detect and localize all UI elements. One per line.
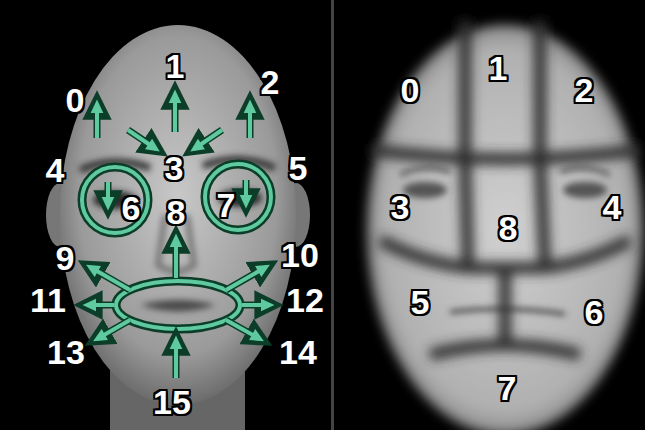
boundary [459, 20, 471, 160]
callout-number: 5 [411, 285, 430, 319]
eye-circle: 7 [200, 159, 276, 235]
callout-number: 7 [217, 188, 236, 222]
region-face [367, 20, 643, 430]
boundary [465, 160, 468, 268]
callout-number: 9 [56, 241, 75, 275]
eye-circle: 6 [77, 162, 153, 238]
mouth-ring-outline [116, 281, 240, 329]
arrow [194, 130, 222, 149]
boundary [499, 268, 511, 350]
region-boundaries [372, 20, 640, 355]
arrow [226, 320, 260, 339]
arrow [226, 266, 268, 290]
arrow [88, 266, 130, 290]
arrow [105, 182, 112, 208]
arrow [226, 267, 266, 290]
arrow [226, 320, 262, 340]
arrow [243, 180, 250, 206]
ring-outline [205, 164, 271, 230]
arrow [94, 102, 101, 138]
arrow [106, 182, 110, 206]
arrow [128, 130, 158, 150]
callout-number: 2 [261, 65, 280, 99]
eyebrow [400, 168, 450, 175]
circle-outline [200, 159, 276, 235]
callout-number: 8 [167, 195, 186, 229]
callout-number: 10 [281, 238, 319, 272]
callout-number: 0 [66, 83, 85, 117]
blurred-face [367, 25, 643, 430]
callout-number: 1 [489, 51, 508, 85]
callout-number: 1 [166, 49, 185, 83]
ring-outline [82, 167, 148, 233]
callout-number: 4 [46, 153, 65, 187]
boundary [430, 345, 580, 355]
arrow [95, 104, 99, 138]
arrow [87, 303, 114, 307]
callout-number: 15 [153, 385, 191, 419]
arrow [174, 340, 178, 378]
arrow [172, 92, 179, 132]
panel-divider [331, 0, 334, 430]
boundary [540, 160, 545, 268]
callout-number: 0 [401, 73, 420, 107]
arrow [192, 130, 222, 150]
arrow [90, 267, 130, 290]
arrow [173, 236, 180, 278]
boundary [372, 150, 640, 159]
arrow [174, 238, 178, 278]
circle-outline [77, 162, 153, 238]
callout-number: 3 [391, 190, 410, 224]
callout-number: 14 [279, 335, 317, 369]
arrow [173, 94, 177, 132]
callout-number: 11 [30, 283, 66, 317]
arrow [173, 338, 180, 378]
arrow [247, 102, 254, 138]
arrow [128, 130, 156, 149]
eye [403, 182, 447, 198]
callout-number: 13 [47, 335, 85, 369]
callout-number: 12 [286, 283, 324, 317]
arrow [244, 180, 248, 204]
callout-number: 2 [575, 73, 594, 107]
arrow [95, 320, 130, 340]
callout-number: 6 [585, 295, 604, 329]
arrow [242, 302, 272, 309]
callout-number: 6 [122, 191, 141, 225]
mouth-ring [116, 281, 240, 329]
head [60, 25, 296, 405]
callout-number: 3 [165, 151, 184, 185]
callout-number: 5 [289, 151, 308, 185]
arrow [97, 320, 130, 339]
ring [205, 164, 271, 230]
lips [140, 300, 216, 312]
boundary [534, 20, 546, 160]
ring [82, 167, 148, 233]
mouth-ellipse [116, 281, 240, 329]
arrow [242, 303, 270, 307]
callout-number: 7 [498, 371, 517, 405]
callout-number: 4 [603, 190, 622, 224]
callout-number: 8 [499, 211, 518, 245]
arrow [248, 104, 252, 138]
eyebrow [560, 168, 610, 175]
arrow [85, 302, 114, 309]
photo-face [46, 25, 310, 430]
eye [563, 182, 607, 198]
